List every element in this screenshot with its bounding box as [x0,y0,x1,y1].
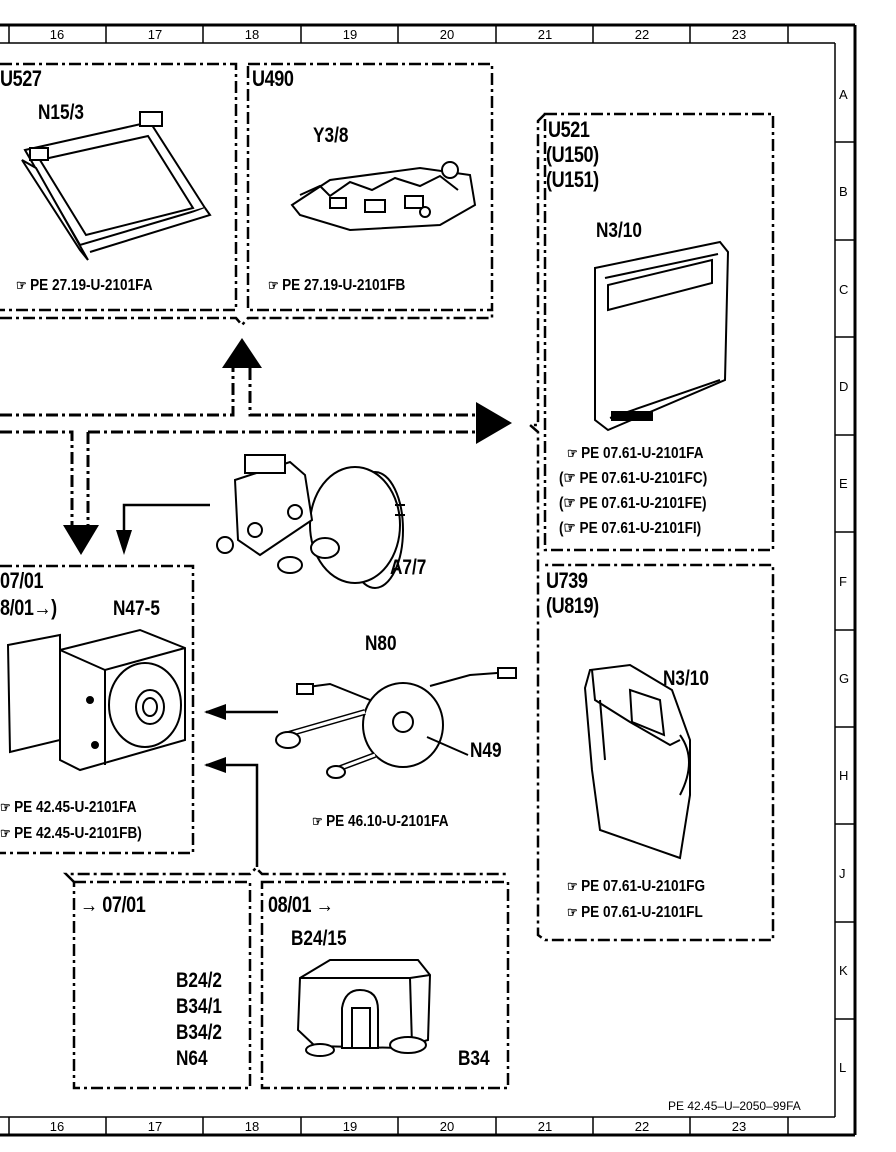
component-label-n80: N80 [365,632,397,655]
component-n3-10-lower [583,663,691,860]
reference-link[interactable]: (☞ PE 07.61-U-2101FC) [559,470,708,487]
component-label-b34: B34 [458,1047,490,1070]
grid-col-top: 19 [342,27,358,42]
pointing-hand-icon: ☞ [0,799,11,815]
component-label-b34-2: B34/2 [176,1021,222,1044]
grid-col-top: 23 [731,27,747,42]
grid-col-top: 18 [244,27,260,42]
grid-row-label: A [839,87,848,102]
grid-col-top: 21 [537,27,553,42]
component-label-n3-10: N3/10 [663,667,709,690]
pointing-hand-icon: ☞ [567,904,578,920]
arrowheads [63,338,512,773]
grid-col-bottom: 16 [49,1119,65,1134]
grid-col-top: 20 [439,27,455,42]
component-a7-7 [216,454,405,589]
grid-row-label: K [839,963,848,978]
grid-col-bottom: 17 [147,1119,163,1134]
reference-link[interactable]: ☞PE 07.61-U-2101FA [567,445,704,462]
component-label-a7-7: A7/7 [390,556,427,579]
grid-row-label: L [839,1060,847,1075]
panel-date: → 07/01 [80,892,146,917]
panel-alt-code: (U151) [546,167,599,192]
grid-col-top: 16 [49,27,65,42]
component-n3-10-upper [594,240,730,432]
component-label-n49: N49 [470,739,502,762]
reference-link[interactable]: ☞PE 46.10-U-2101FA [312,813,449,830]
component-label-y3-8: Y3/8 [313,124,349,147]
grid-col-top: 17 [147,27,163,42]
grid-col-bottom: 21 [537,1119,553,1134]
panel-date: 08/01 → [268,892,334,917]
component-n47-5 [6,628,186,772]
panel-code-u490: U490 [252,66,294,91]
grid-row-label: C [839,282,849,297]
reference-link[interactable]: ☞PE 07.61-U-2101FL [567,904,703,921]
reference-link[interactable]: (☞ PE 07.61-U-2101FI) [559,520,702,537]
pointing-hand-icon: ☞ [16,277,27,293]
panel-date: 8/01→) [0,595,57,620]
reference-link[interactable]: ☞PE 27.19-U-2101FA [16,277,153,294]
panel-code-u739: U739 [546,568,588,593]
grid-row-label: G [839,671,850,686]
grid-row-label: D [839,379,849,394]
pointing-hand-icon: ☞ [567,878,578,894]
grid-col-bottom: 18 [244,1119,260,1134]
component-n80-n49 [275,667,517,779]
grid-row-label: E [839,476,848,491]
grid-col-bottom: 20 [439,1119,455,1134]
reference-link[interactable]: ☞PE 07.61-U-2101FG [567,878,706,895]
grid-row-label: B [839,184,848,199]
component-label-n47-5: N47-5 [113,597,160,620]
grid-lines [0,25,855,1135]
component-label-b24-15: B24/15 [291,927,347,950]
panel-code-u527: U527 [0,66,42,91]
grid-col-bottom: 23 [731,1119,747,1134]
reference-link[interactable]: ☞PE 27.19-U-2101FB [268,277,406,294]
grid-row-label: F [839,574,847,589]
pointing-hand-icon: ☞ [0,825,11,841]
drawing-code: PE 42.45–U–2050–99FA [668,1099,801,1113]
component-b24-15 [296,959,432,1057]
component-n15-3 [21,111,212,261]
component-label-b24-2: B24/2 [176,969,222,992]
component-label-n15-3: N15/3 [38,101,84,124]
component-y3-8 [290,161,477,232]
reference-link[interactable]: ☞PE 42.45-U-2101FA [0,799,137,816]
panel-alt-code: (U150) [546,142,599,167]
reference-link[interactable]: (☞ PE 07.61-U-2101FE) [559,495,707,512]
panel-alt-code: (U819) [546,593,599,618]
component-label-n3-10: N3/10 [596,219,642,242]
grid-col-bottom: 19 [342,1119,358,1134]
component-label-b34-1: B34/1 [176,995,222,1018]
grid-row-label: H [839,768,849,783]
signal-routes [0,368,480,525]
sheet-frame [0,23,857,1137]
grid-row-label: J [839,866,846,881]
panel-borders [0,62,775,1090]
panel-date: 07/01 [0,568,44,593]
panel-code-u521: U521 [548,117,590,142]
pointing-hand-icon: ☞ [312,813,323,829]
pointing-hand-icon: ☞ [567,445,578,461]
component-label-n64: N64 [176,1047,208,1070]
grid-col-top: 22 [634,27,650,42]
reference-link[interactable]: ☞PE 42.45-U-2101FB) [0,825,142,842]
grid-col-bottom: 22 [634,1119,650,1134]
pointing-hand-icon: ☞ [268,277,279,293]
